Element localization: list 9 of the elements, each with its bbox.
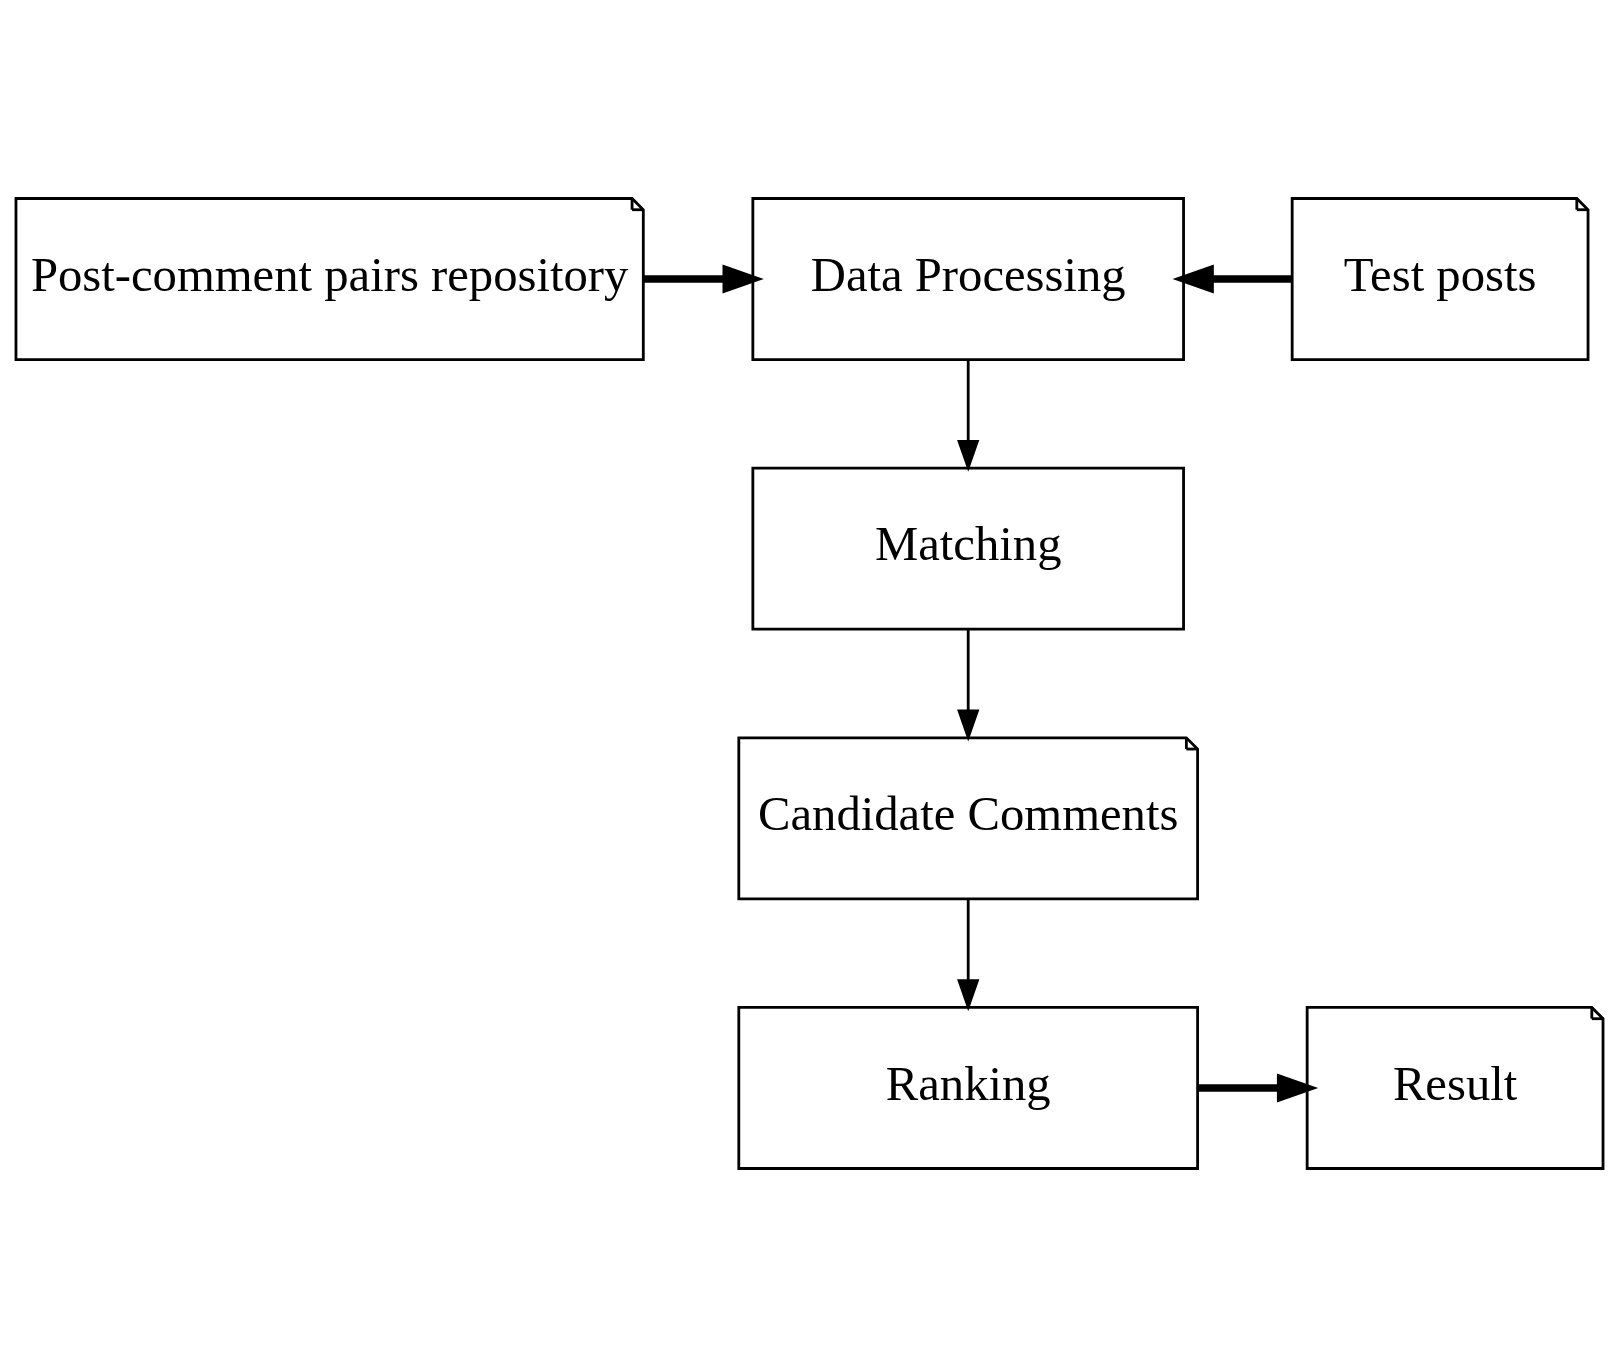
arrow: [1197, 1073, 1319, 1103]
node-box: Ranking: [737, 1006, 1199, 1170]
node-box: Data Processing: [751, 197, 1185, 361]
arrow: [957, 629, 980, 742]
node-box: Matching: [751, 466, 1185, 631]
arrow: [957, 359, 980, 472]
arrow: [1172, 264, 1292, 294]
arrow: [643, 264, 764, 294]
arrow: [957, 899, 980, 1012]
